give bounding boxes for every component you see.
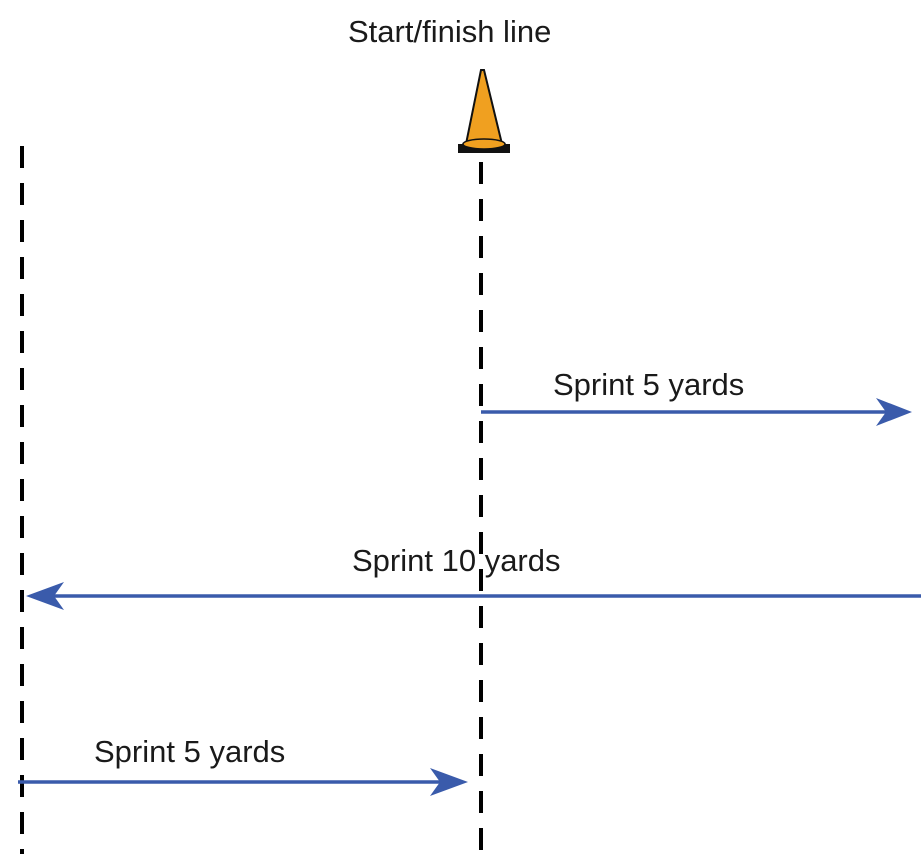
arrow-label-sprint-5-bottom: Sprint 5 yards [94,734,286,769]
arrow-label-sprint-5-right: Sprint 5 yards [553,367,745,402]
start-finish-label: Start/finish line [348,14,552,49]
arrow-sprint-5-bottom [18,768,468,796]
arrow-sprint-5-right [481,398,912,426]
arrow-label-sprint-10-left: Sprint 10 yards [352,543,561,578]
arrow-sprint-10-left [26,582,921,610]
traffic-cone-icon [458,69,510,153]
